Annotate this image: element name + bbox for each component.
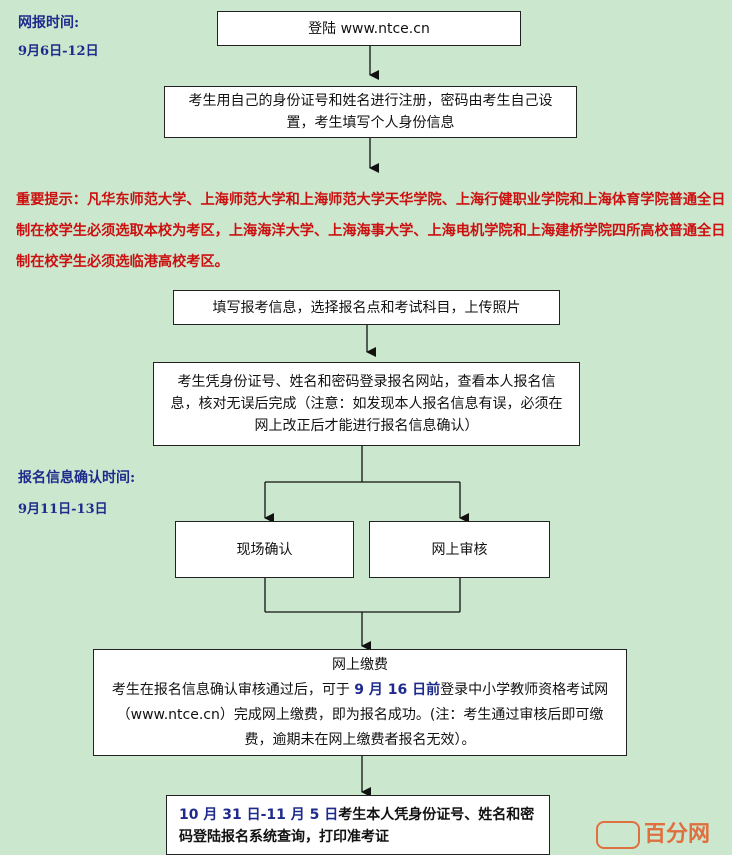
confirm-time-title: 报名信息确认时间: bbox=[18, 470, 136, 486]
step-register-box: 考生用自己的身份证号和姓名进行注册，密码由考生自己设置，考生填写个人身份信息 bbox=[164, 86, 577, 138]
step-login-box: 登陆 www.ntce.cn bbox=[217, 11, 521, 46]
step-onsite-confirm-box: 现场确认 bbox=[175, 521, 354, 578]
watermark-badge-icon bbox=[596, 821, 640, 849]
step-check-info-box: 考生凭身份证号、姓名和密码登录报名网站，查看本人报名信息，核对无误后完成（注意：… bbox=[153, 362, 580, 446]
step-login-text: 登陆 www.ntce.cn bbox=[308, 20, 430, 37]
confirm-dates: 9月11日-13日 bbox=[18, 502, 108, 517]
watermark-logo: 百分网 bbox=[596, 816, 732, 849]
step-admit-dates: 10 月 31 日-11 月 5 日 bbox=[179, 807, 339, 823]
step-fill-info-text: 填写报考信息，选择报名点和考试科目，上传照片 bbox=[212, 299, 521, 316]
watermark-text: 百分网 bbox=[644, 822, 711, 847]
important-notice: 重要提示：凡华东师范大学、上海师范大学和上海师范大学天华学院、上海行健职业学院和… bbox=[16, 192, 726, 270]
step-register-text: 考生用自己的身份证号和姓名进行注册，密码由考生自己设置，考生填写个人身份信息 bbox=[188, 93, 553, 131]
step-payment-deadline: 9 月 16 日前 bbox=[354, 681, 441, 698]
step-online-review-box: 网上审核 bbox=[369, 521, 550, 578]
step-payment-after: 登录中小学教师资格考试网（www.ntce.cn）完成网上缴费，即为报名成功。(… bbox=[116, 681, 609, 748]
step-payment-title: 网上缴费 bbox=[332, 656, 388, 673]
step-online-review-text: 网上审核 bbox=[431, 541, 488, 558]
step-check-info-text: 考生凭身份证号、姓名和密码登录报名网站，查看本人报名信息，核对无误后完成（注意：… bbox=[170, 374, 563, 434]
step-admit-card-box: 10 月 31 日-11 月 5 日考生本人凭身份证号、姓名和密码登陆报名系统查… bbox=[166, 795, 550, 855]
online-reg-time-title: 网报时间: bbox=[18, 15, 80, 31]
step-payment-box: 网上缴费 考生在报名信息确认审核通过后，可于 9 月 16 日前登录中小学教师资… bbox=[93, 649, 627, 756]
step-payment-before: 考生在报名信息确认审核通过后，可于 bbox=[111, 681, 355, 698]
online-reg-dates: 9月6日-12日 bbox=[18, 44, 99, 59]
step-onsite-confirm-text: 现场确认 bbox=[236, 541, 293, 558]
step-fill-info-box: 填写报考信息，选择报名点和考试科目，上传照片 bbox=[173, 290, 560, 325]
